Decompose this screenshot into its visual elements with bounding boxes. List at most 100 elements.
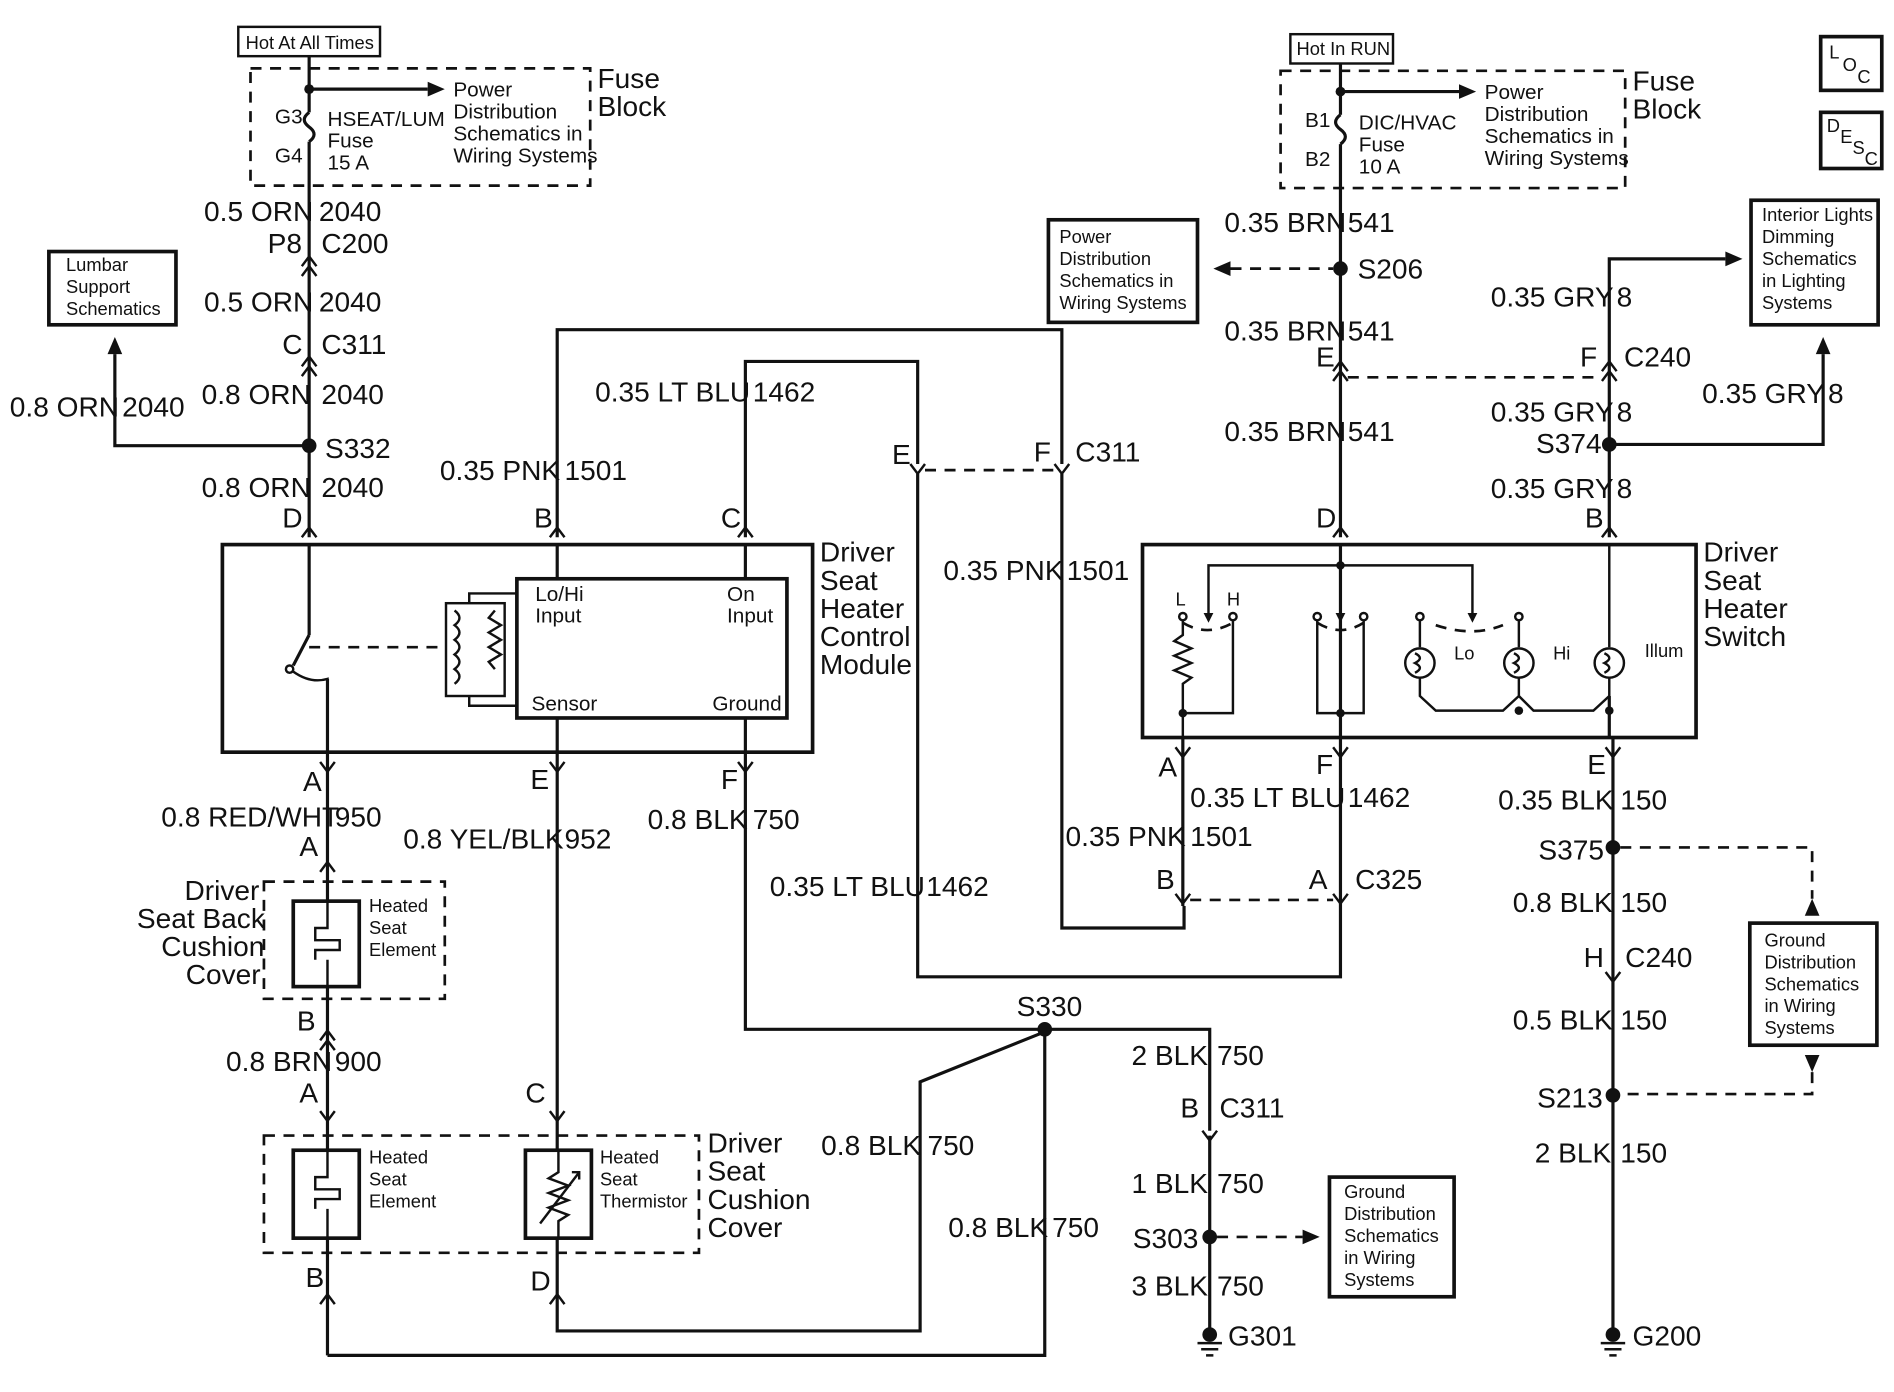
svg-text:541: 541 <box>1348 316 1395 347</box>
svg-text:Wiring Systems: Wiring Systems <box>1059 292 1186 313</box>
svg-text:750: 750 <box>927 1130 974 1161</box>
svg-text:0.5 ORN: 0.5 ORN <box>204 196 313 227</box>
svg-text:Illum: Illum <box>1645 640 1684 661</box>
svg-text:C: C <box>282 329 302 360</box>
svg-text:C: C <box>1857 66 1870 87</box>
svg-text:Switch: Switch <box>1703 621 1786 652</box>
svg-text:Ground: Ground <box>712 693 781 716</box>
right-power-feed: Hot In RUN Fuse Block Power Distribution… <box>1046 32 1884 538</box>
svg-text:Heated: Heated <box>369 1147 428 1168</box>
svg-text:0.8 ORN: 0.8 ORN <box>202 379 311 410</box>
lumbar-ref-box <box>47 249 178 327</box>
svg-text:Cover: Cover <box>186 959 261 990</box>
svg-text:541: 541 <box>1348 416 1395 447</box>
svg-text:Seat: Seat <box>1703 565 1761 596</box>
svg-text:Ground: Ground <box>1344 1181 1405 1202</box>
svg-text:0.35 GRY: 0.35 GRY <box>1491 473 1614 504</box>
svg-text:C240: C240 <box>1625 942 1692 973</box>
svg-text:8: 8 <box>1617 473 1633 504</box>
svg-text:1501: 1501 <box>1190 821 1252 852</box>
svg-text:B: B <box>1156 864 1175 895</box>
arrow-right-icon <box>427 81 445 97</box>
svg-text:0.8 BLK: 0.8 BLK <box>821 1130 921 1161</box>
interior-dim-ref-box <box>1749 198 1880 327</box>
ground-g200-icon <box>1600 1341 1626 1357</box>
svg-text:C240: C240 <box>1624 341 1691 372</box>
svg-text:Seat Back: Seat Back <box>137 903 266 934</box>
svg-text:2040: 2040 <box>122 391 184 422</box>
svg-text:S332: S332 <box>325 433 391 464</box>
svg-text:0.8 ORN: 0.8 ORN <box>10 391 119 422</box>
svg-text:Power: Power <box>1059 226 1111 247</box>
power-dist-ref-box <box>1046 217 1200 325</box>
svg-text:Input: Input <box>727 605 773 628</box>
ground-ref-box-1 <box>1327 1175 1456 1299</box>
svg-text:C200: C200 <box>321 228 388 259</box>
svg-text:Cushion: Cushion <box>161 931 264 962</box>
svg-text:Sensor: Sensor <box>532 693 598 716</box>
left-fuse-block <box>249 67 592 187</box>
svg-text:0.35 PNK: 0.35 PNK <box>1066 821 1186 852</box>
svg-text:Schematics: Schematics <box>66 298 161 319</box>
svg-text:8: 8 <box>1828 378 1844 409</box>
svg-text:150: 150 <box>1620 785 1667 816</box>
svg-text:Distribution: Distribution <box>453 100 557 123</box>
splice-s213-dot <box>1605 1087 1621 1103</box>
svg-text:C311: C311 <box>321 329 386 360</box>
svg-text:0.35 GRY: 0.35 GRY <box>1491 281 1614 312</box>
svg-text:Hot In RUN: Hot In RUN <box>1296 38 1390 59</box>
svg-text:2040: 2040 <box>319 196 381 227</box>
svg-text:750: 750 <box>753 804 800 835</box>
control-inner-box <box>515 576 789 720</box>
svg-text:0.35 LT BLU: 0.35 LT BLU <box>1190 782 1345 813</box>
svg-text:Element: Element <box>369 939 436 960</box>
svg-text:Schematics in: Schematics in <box>453 122 582 145</box>
svg-text:Input: Input <box>535 605 581 628</box>
svg-text:A: A <box>299 831 318 862</box>
svg-text:1462: 1462 <box>753 377 815 408</box>
connector-icon <box>300 254 318 277</box>
svg-text:D: D <box>282 503 302 534</box>
svg-text:H: H <box>1227 589 1240 610</box>
svg-text:Fuse: Fuse <box>1633 65 1695 96</box>
svg-text:0.8 ORN: 0.8 ORN <box>202 472 311 503</box>
svg-text:0.8 BLK: 0.8 BLK <box>1513 887 1613 918</box>
svg-text:A: A <box>303 766 322 797</box>
svg-text:1 BLK: 1 BLK <box>1132 1168 1209 1199</box>
svg-text:Seat: Seat <box>600 1169 638 1190</box>
svg-text:Dimming: Dimming <box>1762 226 1834 247</box>
svg-text:3 BLK: 3 BLK <box>1132 1271 1209 1302</box>
svg-text:Distribution: Distribution <box>1485 103 1589 126</box>
svg-text:S213: S213 <box>1537 1083 1603 1114</box>
svg-text:C311: C311 <box>1219 1092 1284 1123</box>
svg-text:0.35 GRY: 0.35 GRY <box>1702 378 1825 409</box>
svg-text:Thermistor: Thermistor <box>600 1191 688 1212</box>
svg-text:2 BLK: 2 BLK <box>1535 1137 1612 1168</box>
svg-text:1462: 1462 <box>1348 782 1410 813</box>
svg-text:15 A: 15 A <box>327 152 369 175</box>
svg-text:D: D <box>530 1266 550 1297</box>
svg-text:Lumbar: Lumbar <box>66 254 128 275</box>
svg-text:1501: 1501 <box>565 455 627 486</box>
svg-text:Seat: Seat <box>820 565 878 596</box>
svg-text:0.8 RED/WHT: 0.8 RED/WHT <box>161 802 339 833</box>
svg-text:Systems: Systems <box>1762 292 1832 313</box>
svg-text:Driver: Driver <box>708 1128 783 1159</box>
svg-text:Distribution: Distribution <box>1764 951 1856 972</box>
svg-text:541: 541 <box>1348 207 1395 238</box>
svg-text:0.35 PNK: 0.35 PNK <box>440 455 560 486</box>
svg-text:Heater: Heater <box>1703 593 1787 624</box>
svg-text:150: 150 <box>1620 1137 1667 1168</box>
switch-bottom-wires: A 0.35 LT BLU 1462 F 0.35 PNK 1501 B A C… <box>1066 737 1422 907</box>
svg-text:Driver: Driver <box>820 537 895 568</box>
svg-text:Hi: Hi <box>1553 642 1570 663</box>
svg-text:S330: S330 <box>1017 991 1083 1022</box>
svg-text:B: B <box>1180 1092 1199 1123</box>
svg-text:E: E <box>530 764 549 795</box>
svg-text:L: L <box>1829 42 1839 63</box>
svg-text:Support: Support <box>66 276 130 297</box>
svg-text:B1: B1 <box>1305 109 1330 132</box>
heater-switch: Driver Seat Heater Switch L H Lo Hi Illu… <box>1140 537 1788 740</box>
svg-text:S206: S206 <box>1358 253 1424 284</box>
svg-text:C: C <box>525 1078 545 1109</box>
